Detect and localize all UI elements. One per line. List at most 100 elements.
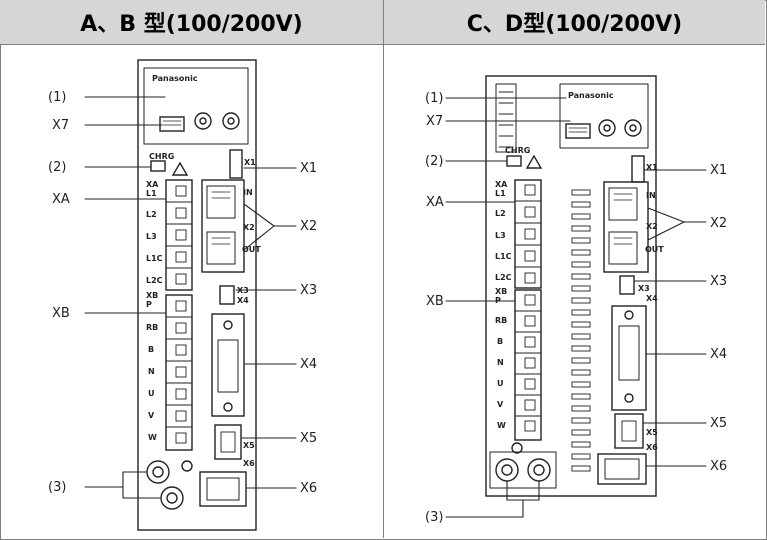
right-term-rb: RB [495, 316, 507, 325]
right-x1-connector [631, 155, 645, 183]
right-callout-xb: XB [426, 294, 444, 309]
right-callout-x5: X5 [710, 416, 727, 431]
right-warning-icon [525, 154, 543, 169]
left-term-l3: L3 [146, 232, 157, 241]
left-term-l2c: L2C [146, 276, 163, 285]
right-callout-3: (3) [425, 510, 443, 525]
left-term-n: N [148, 367, 155, 376]
left-callout-xb: XB [52, 306, 70, 321]
left-port-out: OUT [242, 245, 261, 254]
right-x3-connector [619, 275, 635, 295]
left-driver-body [137, 59, 257, 531]
right-terminal-block-xb [514, 289, 542, 441]
left-x5-connector [214, 424, 242, 460]
right-term-l1: L1 [495, 189, 506, 198]
right-term-n: N [497, 358, 504, 367]
header-right: C、D型(100/200V) [384, 0, 765, 45]
right-term-xa: XA [495, 180, 508, 189]
right-term-u: U [497, 379, 504, 388]
right-charge-lamp [506, 155, 522, 167]
right-term-v: V [497, 400, 504, 409]
right-callout-x4: X4 [710, 347, 727, 362]
left-x1-connector [229, 149, 243, 179]
left-callout-xa: XA [52, 192, 70, 207]
left-term-xb: XB [146, 291, 158, 300]
right-ground-screw-1 [495, 458, 519, 482]
left-x4-connector [211, 313, 245, 417]
right-charge-label: CHRG [505, 146, 530, 155]
left-term-rb: RB [146, 323, 158, 332]
left-port-x1: X1 [244, 158, 256, 167]
right-port-x5: X5 [646, 428, 658, 437]
left-callout-x2: X2 [300, 219, 317, 234]
left-callout-labels: (1) X7 (2) XA XB (3) X1 X2 X3 X4 X5 X6 [48, 90, 317, 496]
right-port-in: IN [646, 191, 656, 200]
left-x6-connector [199, 471, 247, 507]
left-callout-1: (1) [48, 90, 66, 105]
right-rotary-switch-2 [624, 119, 642, 137]
right-x2-connector [603, 181, 649, 273]
left-callout-2: (2) [48, 160, 66, 175]
right-callout-xa: XA [426, 195, 444, 210]
right-x6-connector [597, 453, 647, 485]
right-term-l1c: L1C [495, 252, 512, 261]
right-port-x3: X3 [638, 284, 650, 293]
right-callout-x2: X2 [710, 216, 727, 231]
left-term-l1: L1 [146, 189, 157, 198]
left-port-x5: X5 [243, 441, 255, 450]
left-terminal-block-xb [165, 294, 193, 451]
right-callout-x1: X1 [710, 163, 727, 178]
right-term-xb: XB [495, 287, 507, 296]
right-callout-x7: X7 [426, 114, 443, 129]
right-x7-connector [565, 123, 591, 139]
header-left: A、B 型(100/200V) [0, 0, 384, 45]
right-vent-slots [571, 189, 591, 472]
left-ground-screw-2 [160, 486, 184, 510]
right-port-x6: X6 [646, 443, 658, 452]
left-term-p: P [146, 300, 152, 309]
right-brand-label: Panasonic [568, 91, 614, 100]
right-ground-symbol-icon [511, 442, 523, 454]
right-term-w: W [497, 421, 506, 430]
left-callout-x7: X7 [52, 118, 69, 133]
left-callout-3: (3) [48, 480, 66, 495]
right-term-l2c: L2C [495, 273, 512, 282]
left-rotary-switch-2 [222, 112, 240, 130]
right-driver: Panasonic [485, 75, 657, 497]
right-driver-body [485, 75, 657, 497]
left-term-xa: XA [146, 180, 159, 189]
right-callout-labels: (1) X7 (2) XA XB (3) X1 X2 X3 X4 X5 X6 [425, 91, 727, 525]
left-callout-x1: X1 [300, 161, 317, 176]
left-ground-screw-1 [146, 460, 170, 484]
right-callout-1: (1) [425, 91, 443, 106]
left-ground-symbol-icon [181, 460, 193, 472]
left-x2-connector [201, 179, 245, 273]
left-term-l2: L2 [146, 210, 157, 219]
right-leader-lines [445, 97, 707, 518]
right-callout-2: (2) [425, 154, 443, 169]
right-port-x4: X4 [646, 294, 658, 303]
left-brand-label: Panasonic [152, 74, 198, 83]
right-term-l3: L3 [495, 231, 506, 240]
right-ground-screw-2 [527, 458, 551, 482]
right-term-l2: L2 [495, 209, 506, 218]
right-x5-connector [614, 413, 644, 449]
right-terminal-block-xa [514, 179, 542, 289]
left-term-w: W [148, 433, 157, 442]
left-port-x2: X2 [243, 223, 255, 232]
left-port-in: IN [243, 188, 253, 197]
left-callout-x6: X6 [300, 481, 317, 496]
left-rotary-switch-1 [194, 112, 212, 130]
left-charge-label: CHRG [149, 152, 174, 161]
right-callout-x3: X3 [710, 274, 727, 289]
left-x3-connector [219, 285, 235, 305]
left-port-x6: X6 [243, 459, 255, 468]
left-callout-x4: X4 [300, 357, 317, 372]
left-charge-lamp [150, 160, 166, 172]
right-port-x1: X1 [646, 163, 658, 172]
left-term-u: U [148, 389, 155, 398]
left-callout-x3: X3 [300, 283, 317, 298]
left-callout-x5: X5 [300, 431, 317, 446]
left-x7-connector [159, 116, 185, 132]
